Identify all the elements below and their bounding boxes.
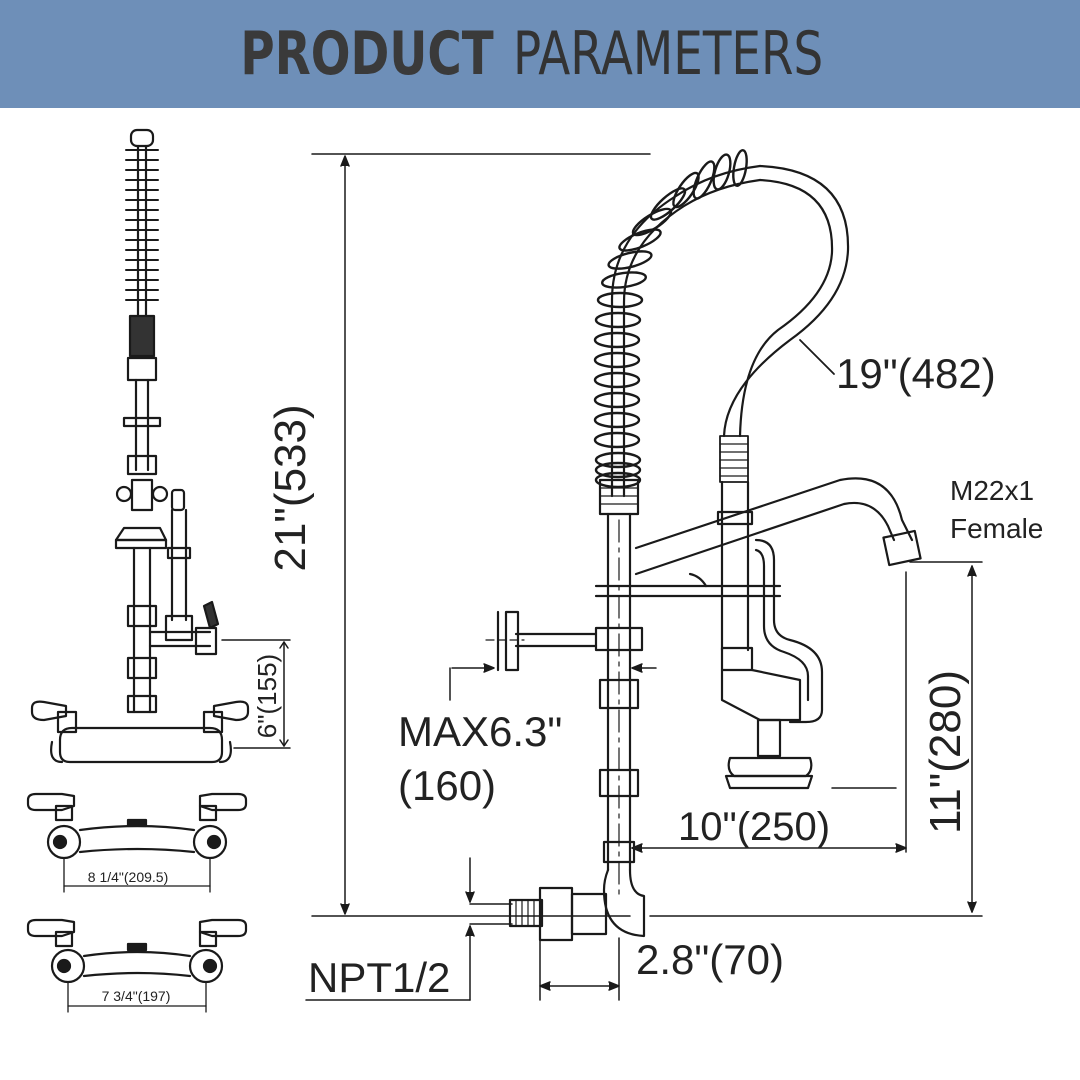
label-faucet-height: 6"(155) — [252, 654, 282, 738]
label-spout-height: 11"(280) — [921, 670, 970, 834]
header-title-light: PARAMETERS — [513, 19, 824, 89]
label-center-narrow: 7 3/4"(197) — [102, 988, 171, 1004]
label-wall-bracket: MAX6.3" — [398, 708, 562, 755]
label-inlet-thread: NPT1/2 — [308, 954, 450, 1001]
side-view — [305, 149, 983, 1001]
label-wall-bracket-mm: (160) — [398, 762, 496, 809]
header-banner: PRODUCT PARAMETERS — [0, 0, 1080, 108]
label-spout-reach: 10"(250) — [678, 805, 830, 849]
label-thread-bottom: Female — [950, 513, 1043, 544]
label-inlet-offset: 2.8"(70) — [636, 936, 784, 983]
label-center-wide: 8 1/4"(209.5) — [88, 869, 168, 885]
header-title-bold: PRODUCT — [240, 19, 494, 89]
label-thread-top: M22x1 — [950, 475, 1034, 506]
product-dimension-drawing: 6"(155) 8 1/4"(209.5) 7 3/4"(197) 21"(53… — [26, 128, 1043, 1013]
front-view — [30, 128, 291, 764]
top-view-wide — [26, 792, 248, 893]
top-view-narrow — [26, 918, 248, 1013]
label-hose-length: 19"(482) — [836, 350, 996, 397]
label-total-height: 21"(533) — [266, 404, 315, 571]
